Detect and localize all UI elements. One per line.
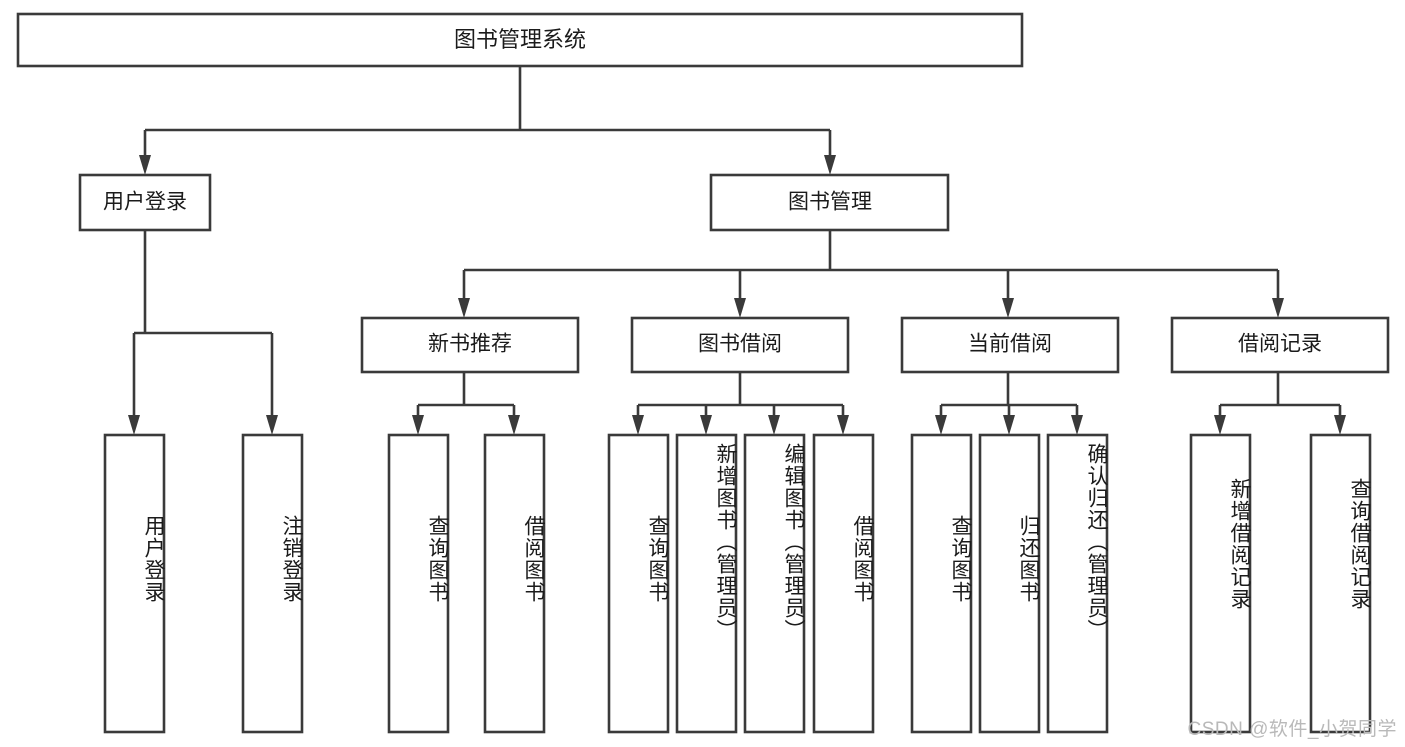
node-leaf-10[interactable]: [978, 433, 1041, 734]
arrow-head-user-login: [139, 155, 151, 175]
node-leaf-13[interactable]: [1309, 433, 1372, 734]
node-book-manage[interactable]: [709, 173, 950, 232]
node-leaf-1[interactable]: [103, 433, 166, 734]
arrow-head-leaf9: [935, 415, 947, 435]
node-leaf-5[interactable]: [607, 433, 670, 734]
arrow-head-book-borrow: [734, 298, 746, 318]
arrow-head-leaf1: [128, 415, 140, 435]
arrow-head-leaf6: [700, 415, 712, 435]
node-new-book-rec[interactable]: [360, 316, 580, 374]
connector-layer: [128, 66, 1346, 435]
arrow-head-new-book-rec: [458, 298, 470, 318]
arrow-head-leaf8: [837, 415, 849, 435]
arrow-head-leaf5: [632, 415, 644, 435]
node-book-borrow-label: 图书借阅: [698, 333, 782, 356]
node-layer: 图书管理系统 用户登录 图书管理 新书推荐 图书借阅 当前借阅 借阅记录: [16, 12, 1390, 734]
node-current-borrow[interactable]: [900, 316, 1120, 374]
node-root[interactable]: [16, 12, 1024, 68]
node-leaf-2[interactable]: [241, 433, 304, 734]
node-user-login[interactable]: [78, 173, 212, 232]
node-leaf-11[interactable]: [1046, 433, 1109, 734]
arrow-head-leaf12: [1214, 415, 1226, 435]
node-book-borrow[interactable]: [630, 316, 850, 374]
node-borrow-record-label: 借阅记录: [1238, 333, 1322, 356]
arrow-head-leaf11: [1071, 415, 1083, 435]
node-leaf-6[interactable]: [675, 433, 738, 734]
arrow-head-leaf4: [508, 415, 520, 435]
arrow-head-book-manage: [824, 155, 836, 175]
arrow-head-leaf13: [1334, 415, 1346, 435]
arrow-head-leaf3: [412, 415, 424, 435]
arrow-head-borrow-record: [1272, 298, 1284, 318]
arrow-head-leaf10: [1003, 415, 1015, 435]
node-borrow-record[interactable]: [1170, 316, 1390, 374]
node-leaf-9[interactable]: [910, 433, 973, 734]
node-book-manage-label: 图书管理: [788, 191, 872, 214]
arrow-head-leaf7: [768, 415, 780, 435]
arrow-head-leaf2: [266, 415, 278, 435]
node-leaf-8[interactable]: [812, 433, 875, 734]
node-new-book-rec-label: 新书推荐: [428, 333, 512, 356]
node-leaf-4[interactable]: [483, 433, 546, 734]
node-leaf-3[interactable]: [387, 433, 450, 734]
node-user-login-label: 用户登录: [103, 191, 187, 214]
node-root-label: 图书管理系统: [454, 27, 586, 52]
node-leaf-7[interactable]: [743, 433, 806, 734]
arrow-head-current-borrow: [1002, 298, 1014, 318]
node-current-borrow-label: 当前借阅: [968, 333, 1052, 356]
node-leaf-12[interactable]: [1189, 433, 1252, 734]
watermark-text: CSDN @软件_小贺同学: [1187, 719, 1397, 740]
